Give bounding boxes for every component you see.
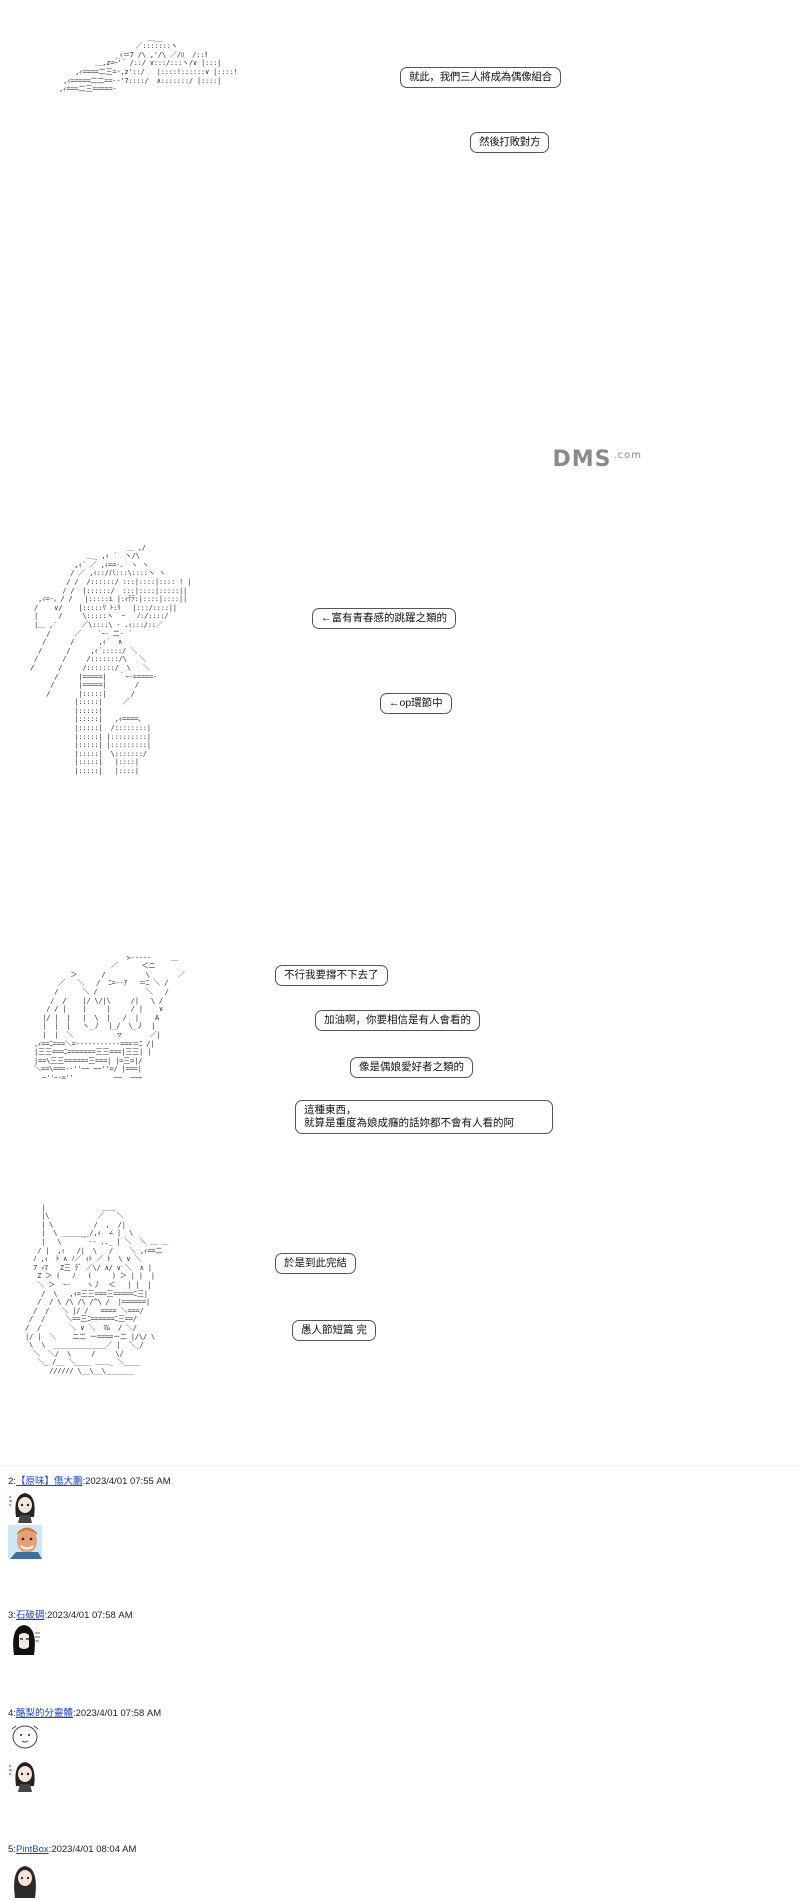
- manga-panel-3: >----- ＿ ／ ＜ニ ＞ / \ ／ ／ ＼ / ﾆ=--ｱ ＝ﾆ ＼ /…: [0, 945, 600, 1165]
- speech-bubble: 於是到此完結: [275, 1253, 356, 1274]
- post-number: 2:: [8, 1476, 16, 1487]
- manga-panel-1: ＿__ ／:::::::ヽ _ｨ＝7 /\ ,'/\ ／/ﾊ /::ﾘ ＿,z=…: [0, 10, 800, 1900]
- ascii-art-figure: | ＿＿ |\ ／ ＼ | \ / , /| | \ _______/,ｨ ∠ …: [25, 1202, 169, 1375]
- speech-bubble: 這種東西， 就算是重度為娘成癮的話妳都不會有人看的阿: [295, 1100, 553, 1134]
- poster-name-link[interactable]: PintBox: [15, 1844, 49, 1855]
- bubble-text: 就此，我們三人將成為偶像組合: [409, 71, 552, 83]
- avatar: [8, 1525, 42, 1559]
- post-timestamp: :2023/4/01 07:58 AM: [44, 1610, 133, 1621]
- avatar: [8, 1756, 42, 1792]
- bubble-text: 愚人節短篇 完: [301, 1324, 367, 1336]
- poster-name-link[interactable]: 【原味】傷大鵬: [15, 1476, 83, 1487]
- poster-name-link[interactable]: 酪梨的分靈體: [15, 1708, 73, 1719]
- post-number: 5:: [8, 1844, 16, 1855]
- speech-bubble: 愚人節短篇 完: [292, 1320, 376, 1341]
- avatar: [8, 1719, 42, 1753]
- avatar: [8, 1860, 42, 1900]
- post-header-4: 4:酪梨的分靈體:2023/4/01 07:58 AM: [8, 1705, 161, 1719]
- post-timestamp: :2023/4/01 08:04 AM: [48, 1844, 137, 1855]
- avatar: [8, 1487, 42, 1523]
- bubble-text: 不行我要撐不下去了: [284, 969, 379, 981]
- bubble-text: 像是偶娘愛好者之類的: [359, 1061, 464, 1073]
- ascii-art-figures: >----- ＿ ／ ＜ニ ＞ / \ ／ ／ ＼ / ﾆ=--ｱ ＝ﾆ ＼ /…: [34, 952, 185, 1082]
- post-header-5: 5:PintBox:2023/4/01 08:04 AM: [8, 1844, 136, 1855]
- avatar: [8, 1621, 42, 1657]
- speech-bubble: 加油啊，你要相信是有人會看的: [315, 1010, 480, 1031]
- site-watermark: DMS.com: [552, 447, 642, 472]
- bubble-text: ←op環節中: [389, 697, 443, 709]
- speech-bubble: 不行我要撐不下去了: [275, 965, 388, 986]
- post-number: 3:: [8, 1610, 16, 1621]
- post-timestamp: :2023/4/01 07:58 AM: [72, 1708, 162, 1719]
- watermark-suffix: .com: [613, 449, 642, 461]
- post-number: 4:: [8, 1708, 16, 1719]
- speech-bubble: ←富有青春感的跳躍之類的: [312, 608, 456, 629]
- post-timestamp: :2023/4/01 07:55 AM: [82, 1476, 171, 1487]
- speech-bubble: 然後打敗對方: [470, 132, 550, 153]
- divider: [0, 1465, 800, 1466]
- manga-panel-2: ＿ ,/ ＿_ ,ｨ ´ ヽ/\ ,ｨ´ ／ ,ｨ==-、 ヽ ヽ / ／ ,ｨ…: [0, 515, 520, 915]
- speech-bubble: 像是偶娘愛好者之類的: [350, 1057, 473, 1078]
- bubble-text: ←富有青春感的跳躍之類的: [321, 612, 447, 624]
- bubble-text: 加油啊，你要相信是有人會看的: [324, 1014, 471, 1026]
- bubble-text-line-1: 這種東西，: [304, 1104, 357, 1116]
- bubble-text: 於是到此完結: [284, 1257, 347, 1269]
- watermark-brand: DMS: [552, 447, 612, 472]
- speech-bubble: 就此，我們三人將成為偶像組合: [400, 67, 561, 88]
- ascii-art-figures: ＿__ ／:::::::ヽ _ｨ＝7 /\ ,'/\ ／/ﾊ /::ﾘ ＿,z=…: [55, 25, 561, 153]
- manga-panel-4: | ＿＿ |\ ／ ＼ | \ / , /| | \ _______/,ｨ ∠ …: [0, 1195, 560, 1440]
- ascii-art-figure: ＿ ,/ ＿_ ,ｨ ´ ヽ/\ ,ｨ´ ／ ,ｨ==-、 ヽ ヽ / ／ ,ｨ…: [30, 542, 192, 776]
- speech-bubble: ←op環節中: [380, 693, 452, 714]
- bubble-text: 然後打敗對方: [479, 136, 541, 148]
- bubble-text-line-2: 就算是重度為娘成癮的話妳都不會有人看的阿: [304, 1117, 514, 1129]
- poster-name-link[interactable]: 石破碉: [15, 1610, 45, 1621]
- post-header-2: 2:【原味】傷大鵬:2023/4/01 07:55 AM: [8, 1473, 171, 1487]
- post-header-3: 3:石破碉:2023/4/01 07:58 AM: [8, 1607, 133, 1621]
